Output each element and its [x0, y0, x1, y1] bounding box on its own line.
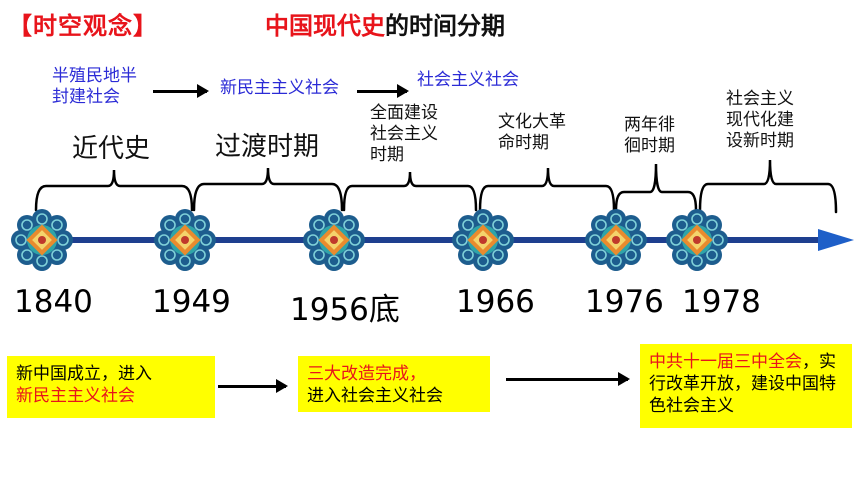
ornamental-medallion-icon — [302, 208, 366, 272]
year-1949: 1949 — [152, 284, 231, 320]
brace-transition — [192, 167, 344, 212]
stage-socialism: 社会主义社会 — [417, 70, 519, 90]
note-1978-red: 中共十一届三中全会 — [649, 352, 802, 372]
period-transition: 过渡时期 — [215, 132, 320, 162]
arrow-right-icon — [818, 229, 854, 251]
period-modernization: 社会主义 现代化建 设新时期 — [726, 89, 794, 151]
note-1949-line2: 新民主主义社会 — [16, 386, 135, 406]
year-1956: 1956底 — [290, 292, 400, 328]
arrow-right-icon — [506, 372, 630, 386]
arrow-right-icon — [218, 379, 288, 393]
arrow-right-icon — [357, 84, 409, 98]
year-1966: 1966 — [456, 284, 535, 320]
year-1978: 1978 — [682, 284, 761, 320]
ornamental-medallion-icon — [451, 208, 515, 272]
ornamental-medallion-icon — [665, 208, 729, 272]
ornamental-medallion-icon — [10, 208, 74, 272]
brace-construction — [342, 171, 478, 212]
stage-semicolonial: 半殖民地半 封建社会 — [52, 66, 137, 107]
title-rest: 的时间分期 — [385, 12, 505, 40]
year-1976: 1976 — [585, 284, 664, 320]
timeline-axis — [20, 237, 840, 243]
year-1840: 1840 — [14, 284, 93, 320]
period-construction: 全面建设 社会主义 时期 — [370, 103, 438, 165]
period-two-years: 两年徘 徊时期 — [624, 115, 675, 156]
page-title: 中国现代史的时间分期 — [265, 6, 505, 41]
note-1978: 中共十一届三中全会，实行改革开放，建设中国特色社会主义 — [640, 344, 852, 428]
note-1949-line1: 新中国成立，进入 — [16, 364, 152, 384]
brace-two-years — [614, 163, 698, 212]
title-highlight: 中国现代史 — [265, 12, 385, 40]
stage-new-democracy: 新民主主义社会 — [220, 78, 339, 98]
period-modern-history: 近代史 — [72, 134, 151, 164]
arrow-right-icon — [153, 84, 209, 98]
note-1978-rest: ，实行改革开放，建设中国特色社会主义 — [649, 352, 836, 416]
brace-cultural-revolution — [478, 167, 616, 212]
note-1956-line2: 进入社会主义社会 — [307, 386, 443, 406]
brace-modern-history — [34, 169, 194, 212]
period-cultural-revolution: 文化大革 命时期 — [498, 112, 566, 153]
note-1956: 三大改造完成， 进入社会主义社会 — [298, 356, 490, 412]
ornamental-medallion-icon — [584, 208, 648, 272]
note-1956-line1: 三大改造完成， — [307, 364, 426, 384]
section-tag: 【时空观念】 — [8, 12, 158, 40]
brace-modernization — [698, 159, 838, 214]
note-1949: 新中国成立，进入 新民主主义社会 — [7, 356, 215, 418]
ornamental-medallion-icon — [153, 208, 217, 272]
